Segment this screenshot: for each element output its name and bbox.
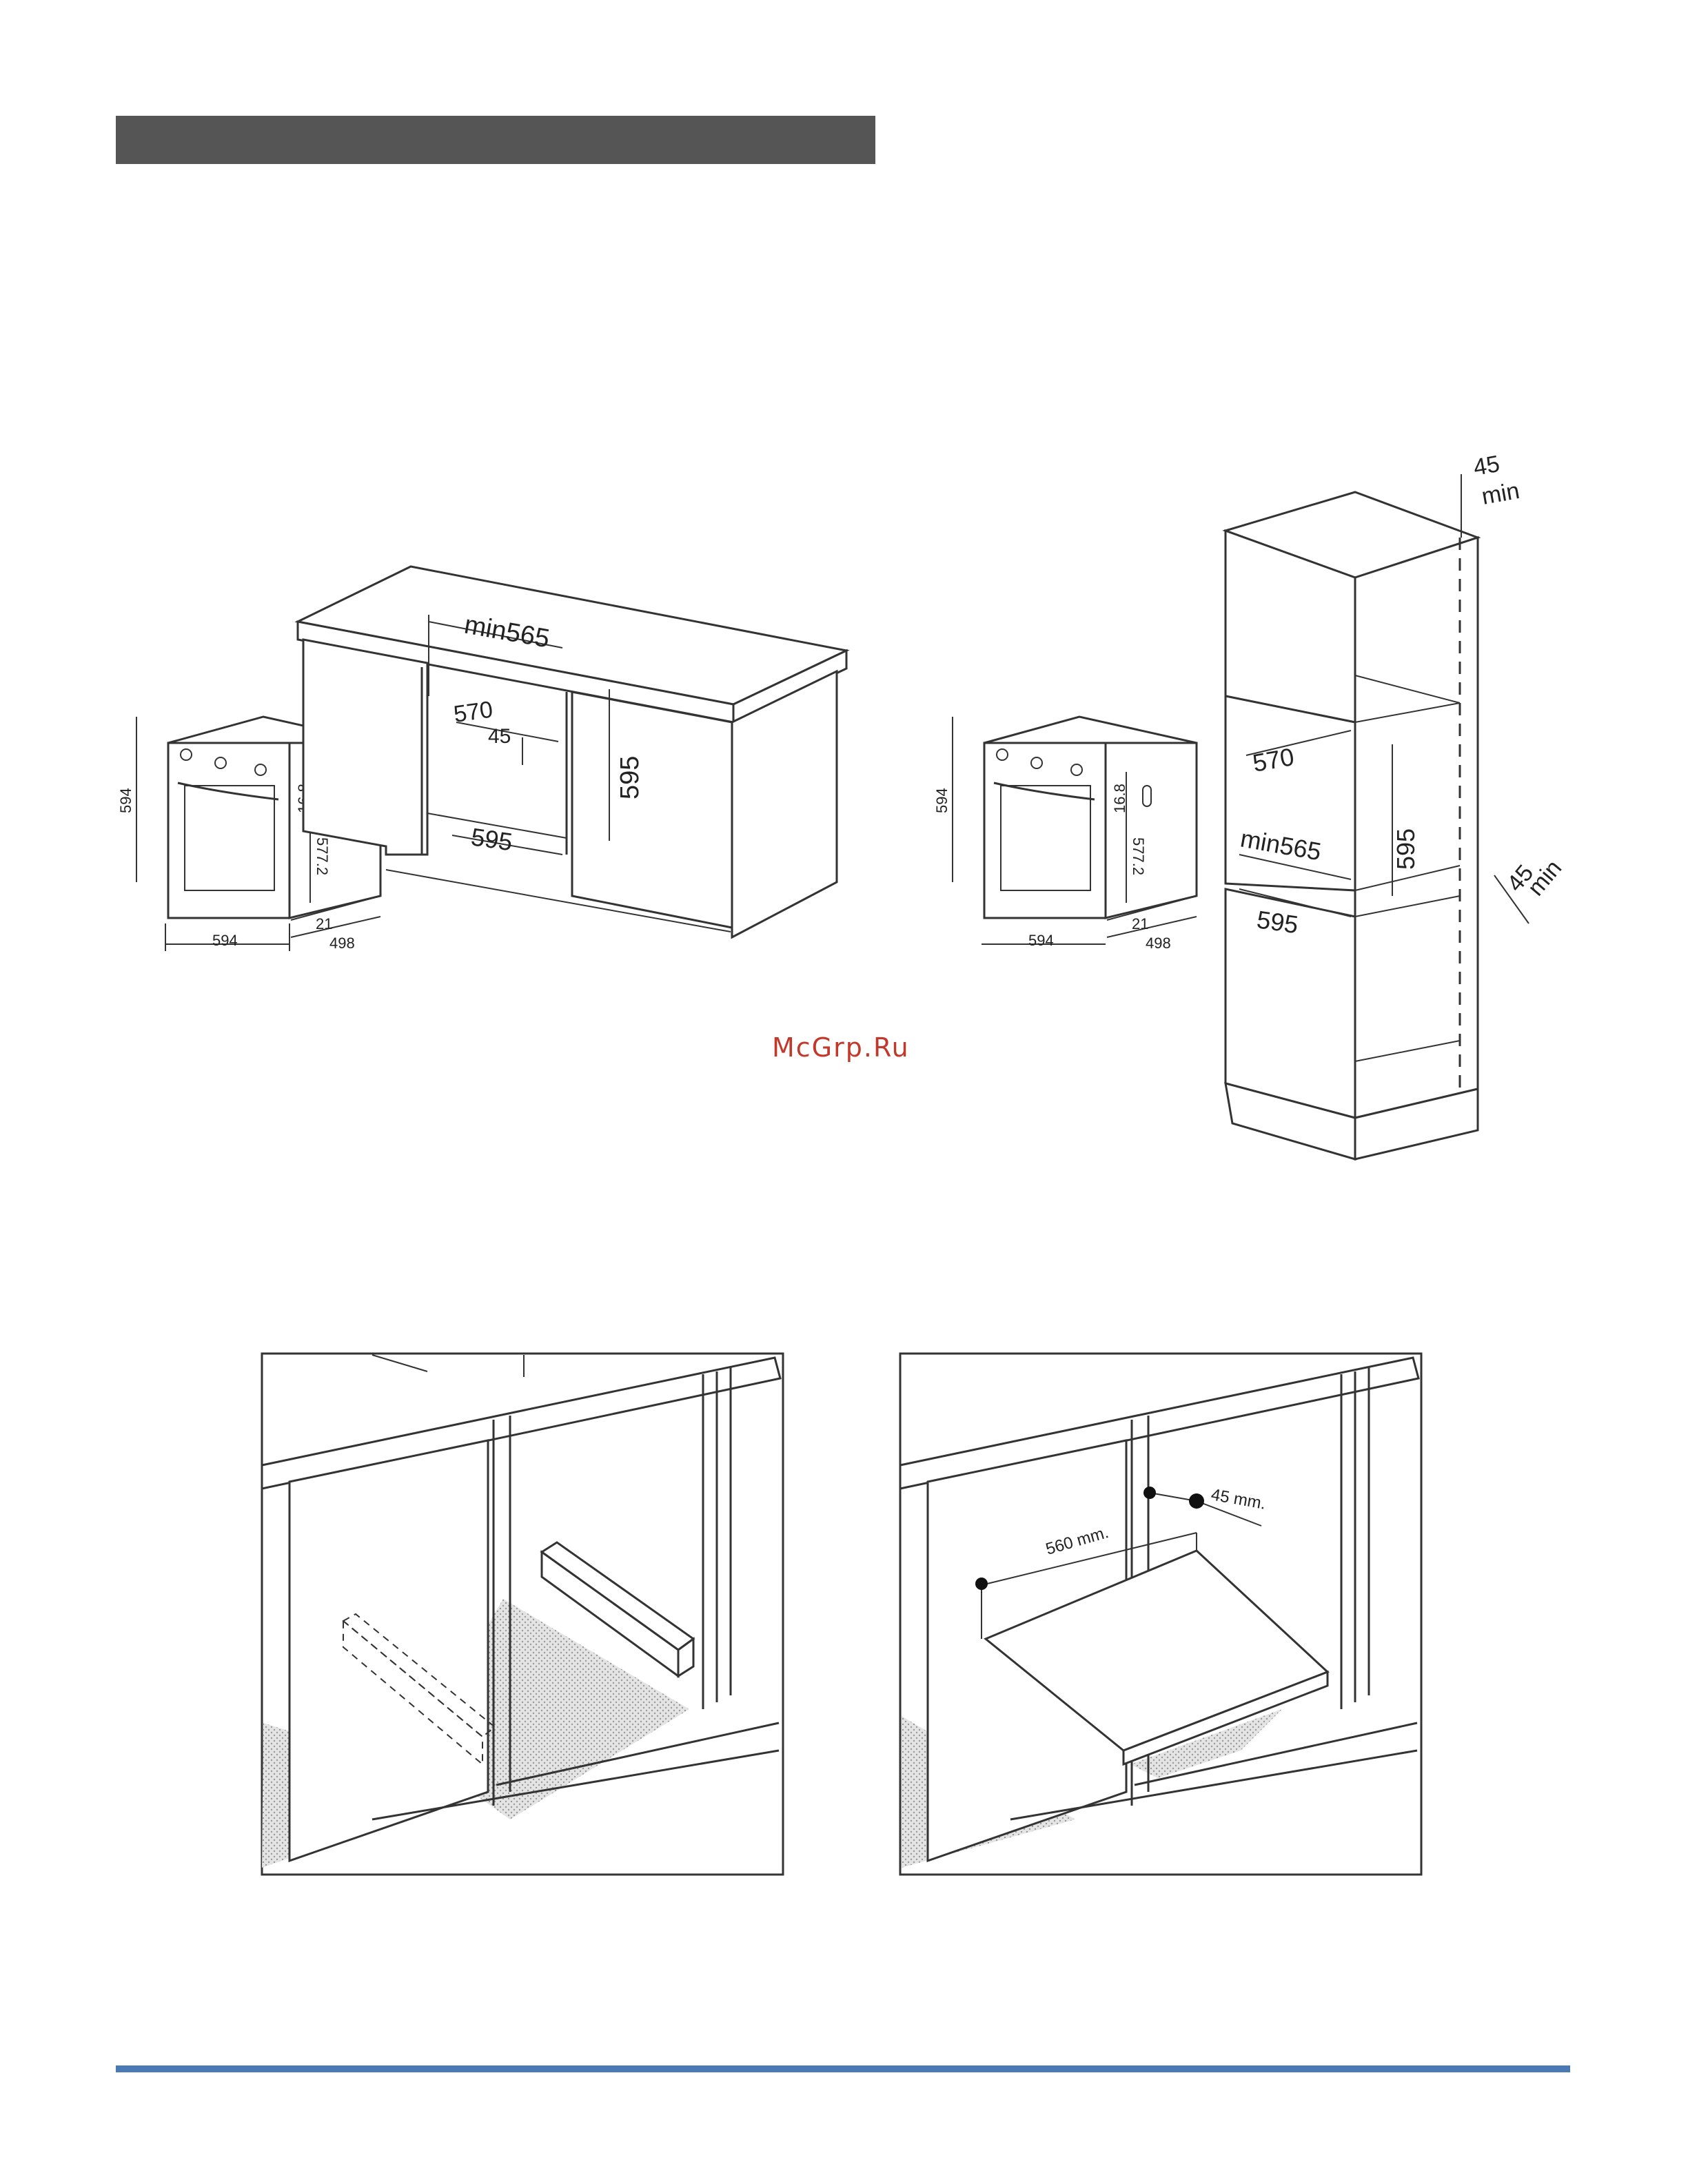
dim-niche-depth-right: 595	[1255, 905, 1300, 939]
dim-oven-width-left: 594	[212, 932, 238, 949]
dim-niche-height-left: 595	[616, 756, 644, 799]
dim-oven-height-right: 594	[933, 788, 950, 813]
shelf-install-frame	[900, 1354, 1421, 1875]
dim-niche-inner-width-left: 570	[452, 696, 494, 728]
dim-oven-height-left: 594	[117, 788, 134, 813]
dim-oven-width-right: 594	[1028, 932, 1054, 949]
dim-top-offset-right: 16.8	[1111, 784, 1128, 813]
footer-rule	[116, 2065, 1570, 2072]
dim-oven-depth-right: 498	[1146, 935, 1171, 952]
dim-top-gap-value: 45	[1472, 451, 1502, 481]
dim-body-height-right: 577.2	[1130, 837, 1147, 875]
battens-install-frame	[262, 1354, 783, 1875]
dim-top-gap-unit: min	[1480, 478, 1522, 510]
tall-cabinet	[1226, 474, 1529, 1159]
dim-bottom-gap-unit: min	[1523, 855, 1567, 901]
watermark-text: McGrp.Ru	[772, 1032, 910, 1063]
dim-body-height-left: 577.2	[314, 837, 331, 875]
dim-door-depth-right: 21	[1132, 915, 1148, 932]
dim-niche-depth-left: 595	[469, 822, 514, 856]
dim-door-depth-left: 21	[316, 915, 332, 932]
dim-niche-gap-left: 45	[488, 725, 511, 748]
dim-oven-depth-left: 498	[329, 935, 355, 952]
dim-niche-height-right: 595	[1392, 828, 1420, 870]
oven-front-view-right	[953, 717, 1197, 944]
